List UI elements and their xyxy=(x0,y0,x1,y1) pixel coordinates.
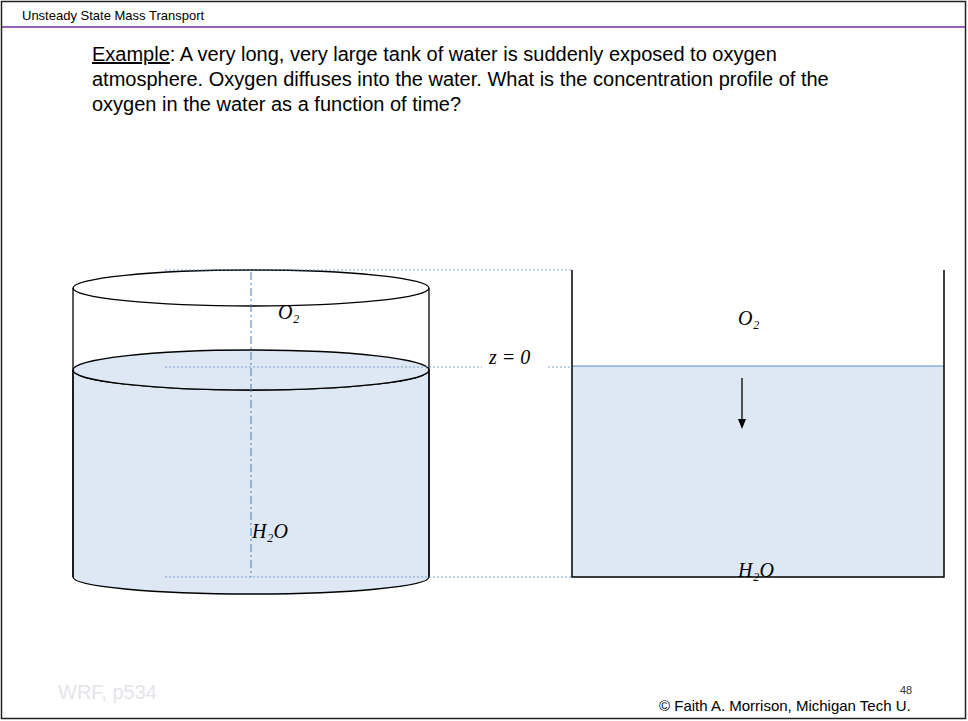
gas-label: O₂ xyxy=(278,300,299,324)
gas-label: O₂ xyxy=(738,306,759,330)
example-paragraph: Example: A very long, very large tank of… xyxy=(92,42,892,117)
liquid-label: H₂O xyxy=(252,519,288,543)
header-rule xyxy=(2,26,965,28)
source-note: WRF, p534 xyxy=(58,680,157,704)
page-number: 48 xyxy=(900,684,912,697)
tank-cross-section xyxy=(572,270,944,577)
guide-lines xyxy=(165,270,572,577)
example-text: : A very long, very large tank of water … xyxy=(92,43,829,115)
cylinder-tank xyxy=(73,270,429,594)
copyright-note: © Faith A. Morrison, Michigan Tech U. xyxy=(659,697,911,715)
example-heading: Example xyxy=(92,43,170,65)
cylinder-axis xyxy=(251,272,252,577)
diffusion-arrow xyxy=(741,378,742,424)
liquid-label: H₂O xyxy=(738,558,774,582)
slide-header: Unsteady State Mass Transport xyxy=(22,8,204,24)
interface-label: z = 0 xyxy=(489,345,530,369)
